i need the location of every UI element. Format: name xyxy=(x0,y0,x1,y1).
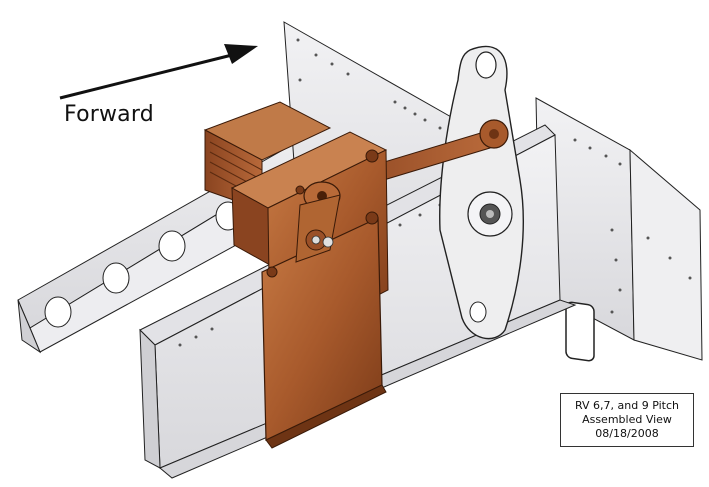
pitch-servo xyxy=(203,101,389,449)
lightening-hole xyxy=(44,296,72,328)
forward-label: Forward xyxy=(64,102,154,127)
bellcrank-arm xyxy=(439,45,524,340)
right-bulkhead-plate xyxy=(535,97,703,362)
title-line-3: 08/18/2008 xyxy=(595,427,659,440)
access-cutout xyxy=(565,301,595,362)
servo-output-arm xyxy=(295,181,341,263)
title-block: RV 6,7, and 9 Pitch Assembled View 08/18… xyxy=(560,393,694,447)
lightening-hole xyxy=(158,230,186,262)
title-line-1: RV 6,7, and 9 Pitch xyxy=(574,399,680,412)
forward-arrow-icon xyxy=(59,44,258,100)
lightening-hole xyxy=(102,262,130,294)
title-line-2: Assembled View xyxy=(582,413,672,426)
